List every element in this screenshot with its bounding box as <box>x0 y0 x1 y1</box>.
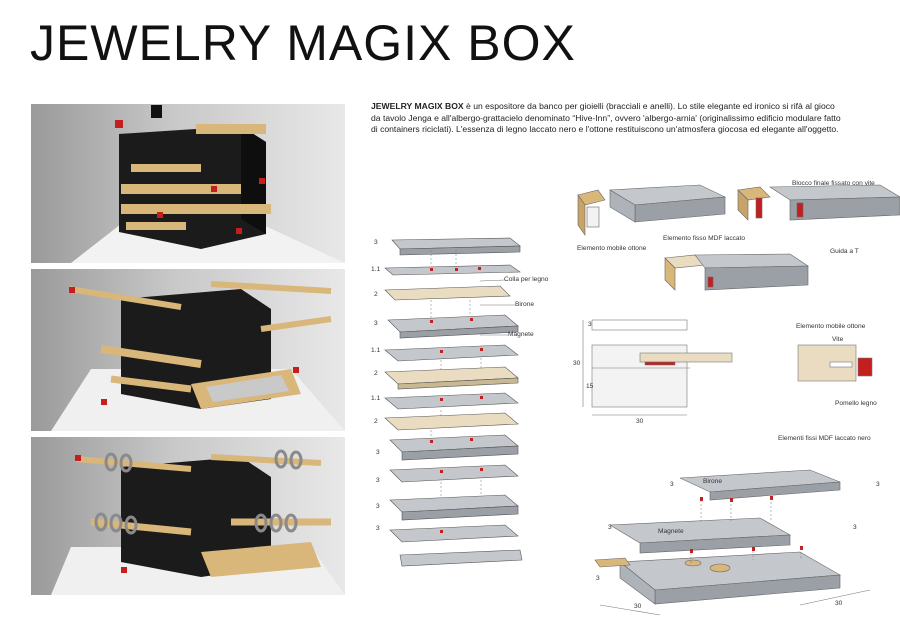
dim-layer-7: 1.1 <box>371 395 381 402</box>
exploded-layer-stack <box>384 237 523 567</box>
dim-layer-12: 3 <box>376 525 380 532</box>
label-section-elemento-mobile: Elemento mobile ottone <box>796 323 866 330</box>
label-magnete-assembly: Magnete <box>658 528 684 535</box>
dim-section-15: 15 <box>586 383 594 390</box>
label-elemento-fisso: Elemento fisso MDF laccato <box>663 235 746 242</box>
dim-section-width: 30 <box>636 418 644 425</box>
project-description: JEWELRY MAGIX BOX è un espositore da ban… <box>371 101 841 136</box>
dim-assembly-depth: 30 <box>835 600 843 607</box>
label-vite: Vite <box>832 336 844 343</box>
dim-layer-3: 2 <box>374 291 378 298</box>
label-guida-a-t: Guida a T <box>830 248 859 255</box>
rail-detail-drawings <box>577 184 900 291</box>
dim-layer-5: 1.1 <box>371 347 381 354</box>
dim-layer-11: 3 <box>376 503 380 510</box>
render-photo-closed <box>31 104 345 263</box>
label-elementi-fissi: Elementi fissi MDF laccato nero <box>778 435 871 442</box>
description-lead: JEWELRY MAGIX BOX <box>371 101 464 111</box>
knob-detail <box>797 344 873 382</box>
dim-assembly-b: 3 <box>876 481 880 488</box>
render-photo-with-jewelry <box>31 437 345 595</box>
dim-layer-4: 3 <box>374 320 378 327</box>
label-birone-exploded: Birone <box>515 301 535 308</box>
description-body: è un espositore da banco per gioielli (b… <box>371 101 841 134</box>
label-pomello-legno: Pomello legno <box>835 400 877 407</box>
dim-section-height: 30 <box>573 360 581 367</box>
assembly-exploded <box>594 469 841 605</box>
render-photo-drawers-open <box>31 269 345 431</box>
dim-layer-9: 3 <box>376 449 380 456</box>
dim-assembly-d: 3 <box>853 524 857 531</box>
dim-layer-10: 3 <box>376 477 380 484</box>
section-drawing <box>582 319 733 416</box>
dim-layer-2: 1.1 <box>371 266 381 273</box>
dim-layer-6: 2 <box>374 370 378 377</box>
dim-assembly-width: 30 <box>634 603 642 610</box>
dim-layer-8: 2 <box>374 418 378 425</box>
label-elemento-mobile-ottone: Elemento mobile ottone <box>577 245 647 252</box>
label-blocco-finale: Blocco finale fissato con vite <box>792 180 875 187</box>
label-magnete-exploded: Magnete <box>508 331 534 338</box>
dim-assembly-c: 3 <box>608 524 612 531</box>
dim-section-top: 3 <box>588 321 592 328</box>
label-birone-assembly: Birone <box>703 478 723 485</box>
label-colla: Colla per legno <box>504 276 549 283</box>
dim-assembly-a: 3 <box>670 481 674 488</box>
dim-layer-1: 3 <box>374 239 378 246</box>
page-title: JEWELRY MAGIX BOX <box>30 15 576 71</box>
dim-assembly-e: 3 <box>596 575 600 582</box>
